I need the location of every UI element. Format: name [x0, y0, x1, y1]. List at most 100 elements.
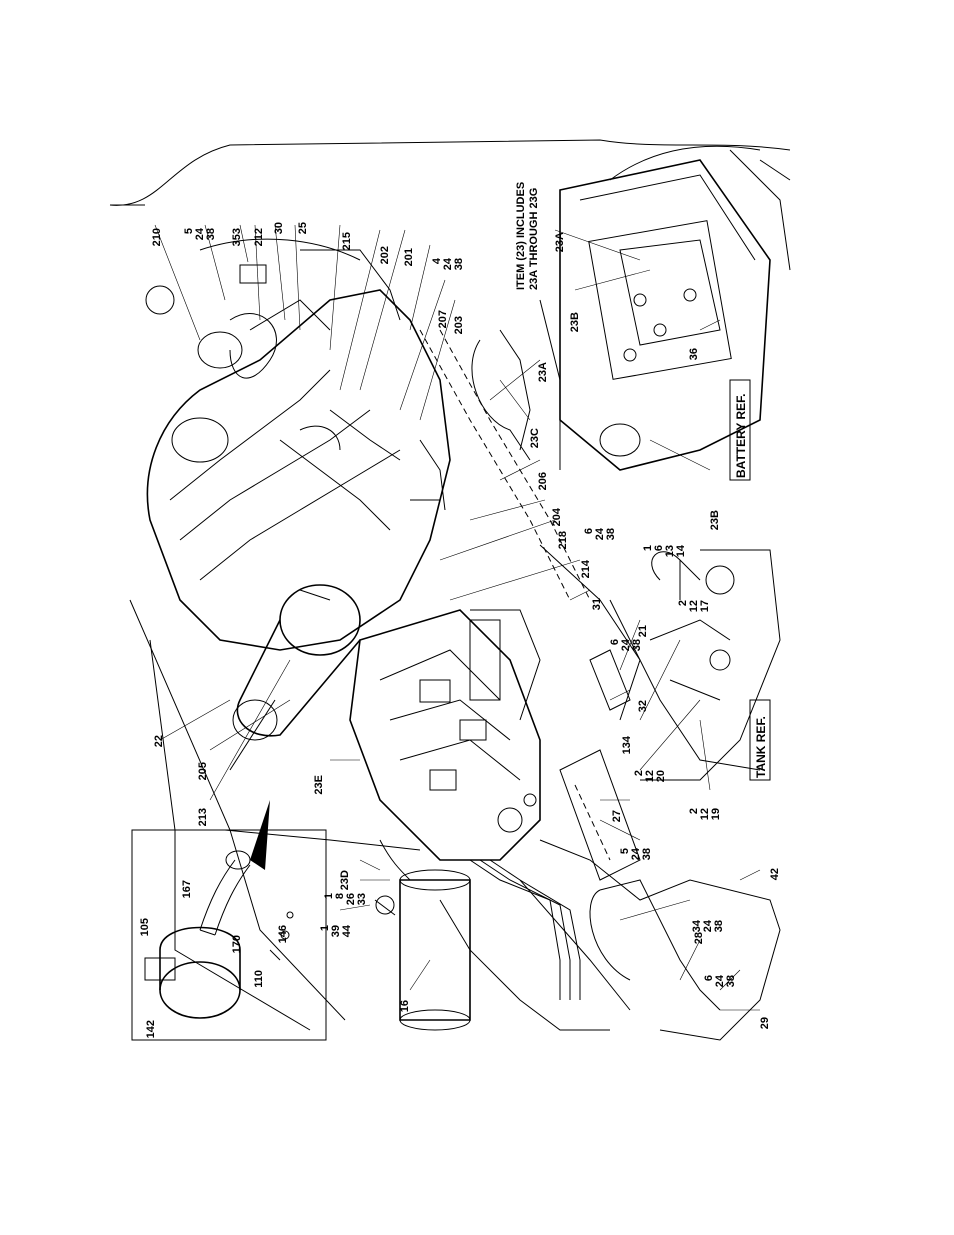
callout-25-line-0: 25	[297, 222, 309, 234]
item-note: ITEM (23) INCLUDES 23A THROUGH 23G	[515, 182, 540, 290]
callout-6-24-38-c-line-2: 38	[725, 975, 737, 987]
air-cleaner	[232, 584, 361, 741]
callout-6-24-38-b-line-0: 6	[609, 639, 621, 645]
callout-29-line-0: 29	[759, 1017, 771, 1029]
tank-ref-box: TANK REF.	[749, 699, 771, 781]
callout-205-line-0: 205	[197, 762, 209, 780]
inset-detail	[131, 829, 327, 1041]
callout-6-24-38-c-line-1: 24	[714, 974, 726, 987]
callout-213-line-0: 213	[197, 808, 209, 826]
callout-4-24-38-line-0: 4	[431, 257, 443, 264]
callout-2-12-17-line-1: 12	[688, 600, 700, 612]
callout-2-12-20-line-2: 20	[655, 770, 667, 782]
callout-5-24-38-top-line-1: 24	[194, 227, 206, 240]
callout-32-line-0: 32	[637, 700, 649, 712]
hydraulic-filter	[374, 869, 471, 1031]
callout-6-24-38-a-line-0: 6	[583, 528, 595, 534]
tank-ref-label: TANK REF.	[754, 716, 768, 778]
callout-23C-line-0: 23C	[529, 428, 541, 448]
callout-27-line-0: 27	[611, 810, 623, 822]
detail-arrow	[229, 699, 280, 870]
callout-170-line-0: 170	[231, 935, 243, 953]
battery-ref-label: BATTERY REF.	[734, 394, 748, 478]
callout-206-line-0: 206	[537, 472, 549, 490]
callout-207-line-0: 207	[437, 310, 449, 328]
callout-23A-a-line-0: 23A	[537, 362, 549, 382]
callout-5-24-38-top-line-2: 38	[205, 228, 217, 240]
callout-1-8-26-33-line-2: 26	[345, 893, 357, 905]
callout-4-24-38-line-1: 24	[442, 257, 454, 270]
callout-210-line-0: 210	[151, 228, 163, 246]
callout-1-6-13-14-line-2: 13	[664, 545, 676, 557]
callout-1-39-44-line-1: 39	[330, 925, 342, 937]
callout-134-line-0: 134	[621, 735, 633, 754]
callout-204-line-0: 204	[551, 507, 563, 526]
callout-353-line-0: 353	[231, 228, 243, 246]
callout-6-24-38-b-line-2: 38	[631, 639, 643, 651]
callout-1-8-26-33-line-3: 33	[356, 893, 368, 905]
callout-1-6-13-14-line-0: 1	[642, 545, 654, 551]
callout-215-line-0: 215	[341, 232, 353, 250]
callout-2-12-20-line-0: 2	[633, 770, 645, 776]
callout-34-24-38-line-1: 24	[702, 919, 714, 932]
battery-ref-box: BATTERY REF.	[729, 379, 751, 481]
callout-2-12-17-line-2: 17	[699, 600, 711, 612]
callout-30-line-0: 30	[273, 222, 285, 234]
callout-23A-b-line-0: 23A	[554, 232, 566, 252]
callout-21-line-0: 21	[637, 625, 649, 637]
callout-5-24-38-b-line-2: 38	[641, 848, 653, 860]
callout-5-24-38-top-line-0: 5	[183, 228, 195, 234]
side-plates	[559, 649, 721, 1011]
callout-28-line-0: 28	[693, 932, 705, 944]
callout-201-line-0: 201	[403, 248, 415, 266]
callout-1-6-13-14-line-1: 6	[653, 545, 665, 551]
callout-214-line-0: 214	[580, 559, 592, 578]
callout-34-24-38-line-0: 34	[691, 919, 703, 932]
engine-assembly	[145, 238, 451, 651]
tank-area	[640, 549, 781, 781]
callout-23E-line-0: 23E	[313, 775, 325, 795]
callout-105-line-0: 105	[139, 918, 151, 936]
callout-202-line-0: 202	[379, 246, 391, 264]
callout-34-24-38-line-2: 38	[713, 920, 725, 932]
callout-1-39-44-line-0: 1	[319, 925, 331, 931]
callout-1-39-44-line-2: 44	[341, 924, 353, 937]
callout-2-12-20-line-1: 12	[644, 770, 656, 782]
item-note-line2: 23A THROUGH 23G	[528, 188, 540, 290]
callout-2-12-19-line-2: 19	[710, 808, 722, 820]
callout-4-24-38-line-2: 38	[453, 258, 465, 270]
callout-110-line-0: 110	[253, 970, 265, 988]
callout-6-24-38-b-line-1: 24	[620, 638, 632, 651]
callout-167-line-0: 167	[181, 880, 193, 898]
callout-6-24-38-a-line-2: 38	[605, 528, 617, 540]
callout-23D-line-0: 23D	[339, 870, 351, 890]
callout-42-line-0: 42	[769, 868, 781, 880]
callout-2-12-19-line-1: 12	[699, 808, 711, 820]
hydraulic-pump-assembly	[349, 609, 541, 861]
callout-203-line-0: 203	[453, 316, 465, 334]
callout-6-24-38-c-line-0: 6	[703, 975, 715, 981]
callout-2-12-19-line-0: 2	[688, 808, 700, 814]
callout-36-line-0: 36	[688, 348, 700, 360]
callout-212-line-0: 212	[253, 228, 265, 246]
hydraulic-lines	[379, 839, 581, 1000]
callout-218-line-0: 218	[557, 531, 569, 549]
callout-1-8-26-33-line-1: 8	[334, 893, 346, 899]
callout-31-line-0: 31	[591, 598, 603, 610]
callout-1-8-26-33-line-0: 1	[323, 893, 335, 899]
callout-22-line-0: 22	[153, 735, 165, 747]
callout-6-24-38-a-line-1: 24	[594, 527, 606, 540]
callout-16-line-0: 16	[399, 1000, 411, 1012]
callout-23B-b-line-0: 23B	[709, 510, 721, 530]
chassis-outline	[109, 139, 791, 1041]
callout-23B-a-line-0: 23B	[569, 312, 581, 332]
callout-1-6-13-14-line-3: 14	[675, 544, 687, 557]
item-note-line1: ITEM (23) INCLUDES	[515, 182, 527, 290]
callout-5-24-38-b-line-0: 5	[619, 848, 631, 854]
callout-142-line-0: 142	[145, 1020, 157, 1038]
callout-146-line-0: 146	[277, 925, 289, 943]
leader-lines	[154, 224, 761, 1011]
